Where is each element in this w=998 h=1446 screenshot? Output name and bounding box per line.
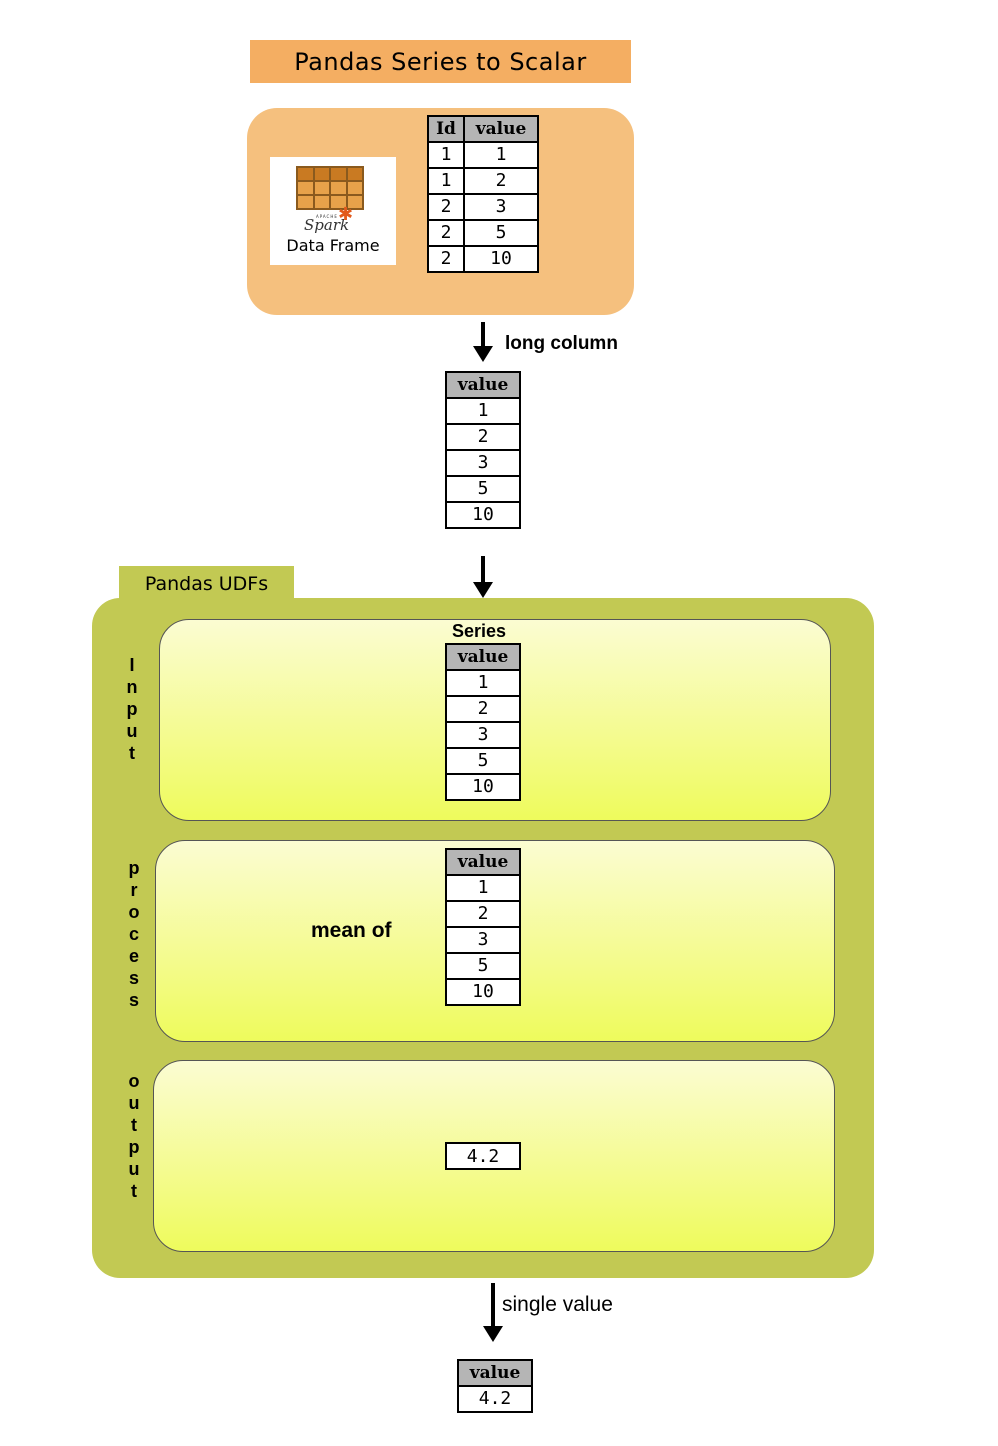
table-row: 3 <box>445 721 521 749</box>
spark-logo-text: Spark <box>304 216 350 234</box>
input-table-header-value: value <box>463 115 539 143</box>
table-row: 3 <box>445 449 521 477</box>
table-cell: 1 <box>427 141 465 169</box>
table-cell: 5 <box>445 952 521 980</box>
table-row: 2 3 <box>427 193 539 221</box>
table-row: 5 <box>445 475 521 503</box>
table-cell: 2 <box>445 900 521 928</box>
table-cell: 2 <box>427 245 465 273</box>
single-value-label: single value <box>502 1293 613 1316</box>
table-row: 5 <box>445 952 521 980</box>
table-cell: 5 <box>463 219 539 247</box>
table-row: 10 <box>445 978 521 1006</box>
process-series-table: value 1 2 3 5 10 <box>445 848 521 1006</box>
table-cell: 2 <box>463 167 539 195</box>
table-cell: 3 <box>445 449 521 477</box>
table-row: 1 <box>445 397 521 425</box>
arrow-long-column-shaft <box>481 322 485 348</box>
process-series-header: value <box>445 848 521 876</box>
spark-logo-apache-text: APACHE <box>316 214 338 219</box>
dataframe-grid-icon <box>296 166 364 210</box>
table-cell: 10 <box>445 978 521 1006</box>
input-series-header: value <box>445 643 521 671</box>
long-column-table: value 1 2 3 5 10 <box>445 371 521 529</box>
table-cell: 2 <box>427 193 465 221</box>
table-cell: 10 <box>445 773 521 801</box>
table-cell: 1 <box>445 669 521 697</box>
table-row: 1 <box>445 874 521 902</box>
table-cell: 3 <box>463 193 539 221</box>
mean-of-label: mean of <box>311 919 392 942</box>
table-row: 1 <box>445 669 521 697</box>
long-column-header: value <box>445 371 521 399</box>
table-cell: 1 <box>427 167 465 195</box>
table-cell: 1 <box>463 141 539 169</box>
pandas-udf-tab: Pandas UDFs <box>119 566 294 602</box>
table-row: 2 10 <box>427 245 539 273</box>
table-row: 2 <box>445 423 521 451</box>
result-table: value 4.2 <box>457 1359 533 1413</box>
input-series-table: value 1 2 3 5 10 <box>445 643 521 801</box>
input-table-header-id: Id <box>427 115 465 143</box>
table-cell: 2 <box>427 219 465 247</box>
table-row: 2 5 <box>427 219 539 247</box>
spark-caption: Data Frame <box>286 236 380 255</box>
arrow-down-icon <box>473 582 493 598</box>
arrow-into-udf-shaft <box>481 556 485 584</box>
arrow-down-icon <box>483 1326 503 1342</box>
table-row: 1 2 <box>427 167 539 195</box>
table-cell: 10 <box>463 245 539 273</box>
table-cell: 1 <box>445 874 521 902</box>
result-value-cell: 4.2 <box>457 1385 533 1413</box>
table-cell: 3 <box>445 721 521 749</box>
table-cell: 3 <box>445 926 521 954</box>
table-cell: 2 <box>445 423 521 451</box>
diagram-title: Pandas Series to Scalar <box>250 40 631 83</box>
table-cell: 2 <box>445 695 521 723</box>
output-value-cell: 4.2 <box>445 1142 521 1170</box>
table-row: 2 <box>445 900 521 928</box>
table-row: 2 <box>445 695 521 723</box>
table-row: 10 <box>445 501 521 529</box>
table-cell: 5 <box>445 747 521 775</box>
table-row: 3 <box>445 926 521 954</box>
table-cell: 1 <box>445 397 521 425</box>
table-row: 5 <box>445 747 521 775</box>
input-table: Id value 1 1 1 2 2 3 2 5 2 10 <box>427 115 539 273</box>
table-row: 10 <box>445 773 521 801</box>
long-column-label: long column <box>505 333 618 354</box>
spark-star-icon: ✱ <box>338 204 354 225</box>
table-row: 1 1 <box>427 141 539 169</box>
arrow-down-icon <box>473 346 493 362</box>
table-cell: 10 <box>445 501 521 529</box>
table-row: 4.2 <box>457 1385 533 1413</box>
table-cell: 5 <box>445 475 521 503</box>
result-header: value <box>457 1359 533 1387</box>
series-label: Series <box>452 621 507 641</box>
arrow-single-value-shaft <box>491 1283 495 1328</box>
